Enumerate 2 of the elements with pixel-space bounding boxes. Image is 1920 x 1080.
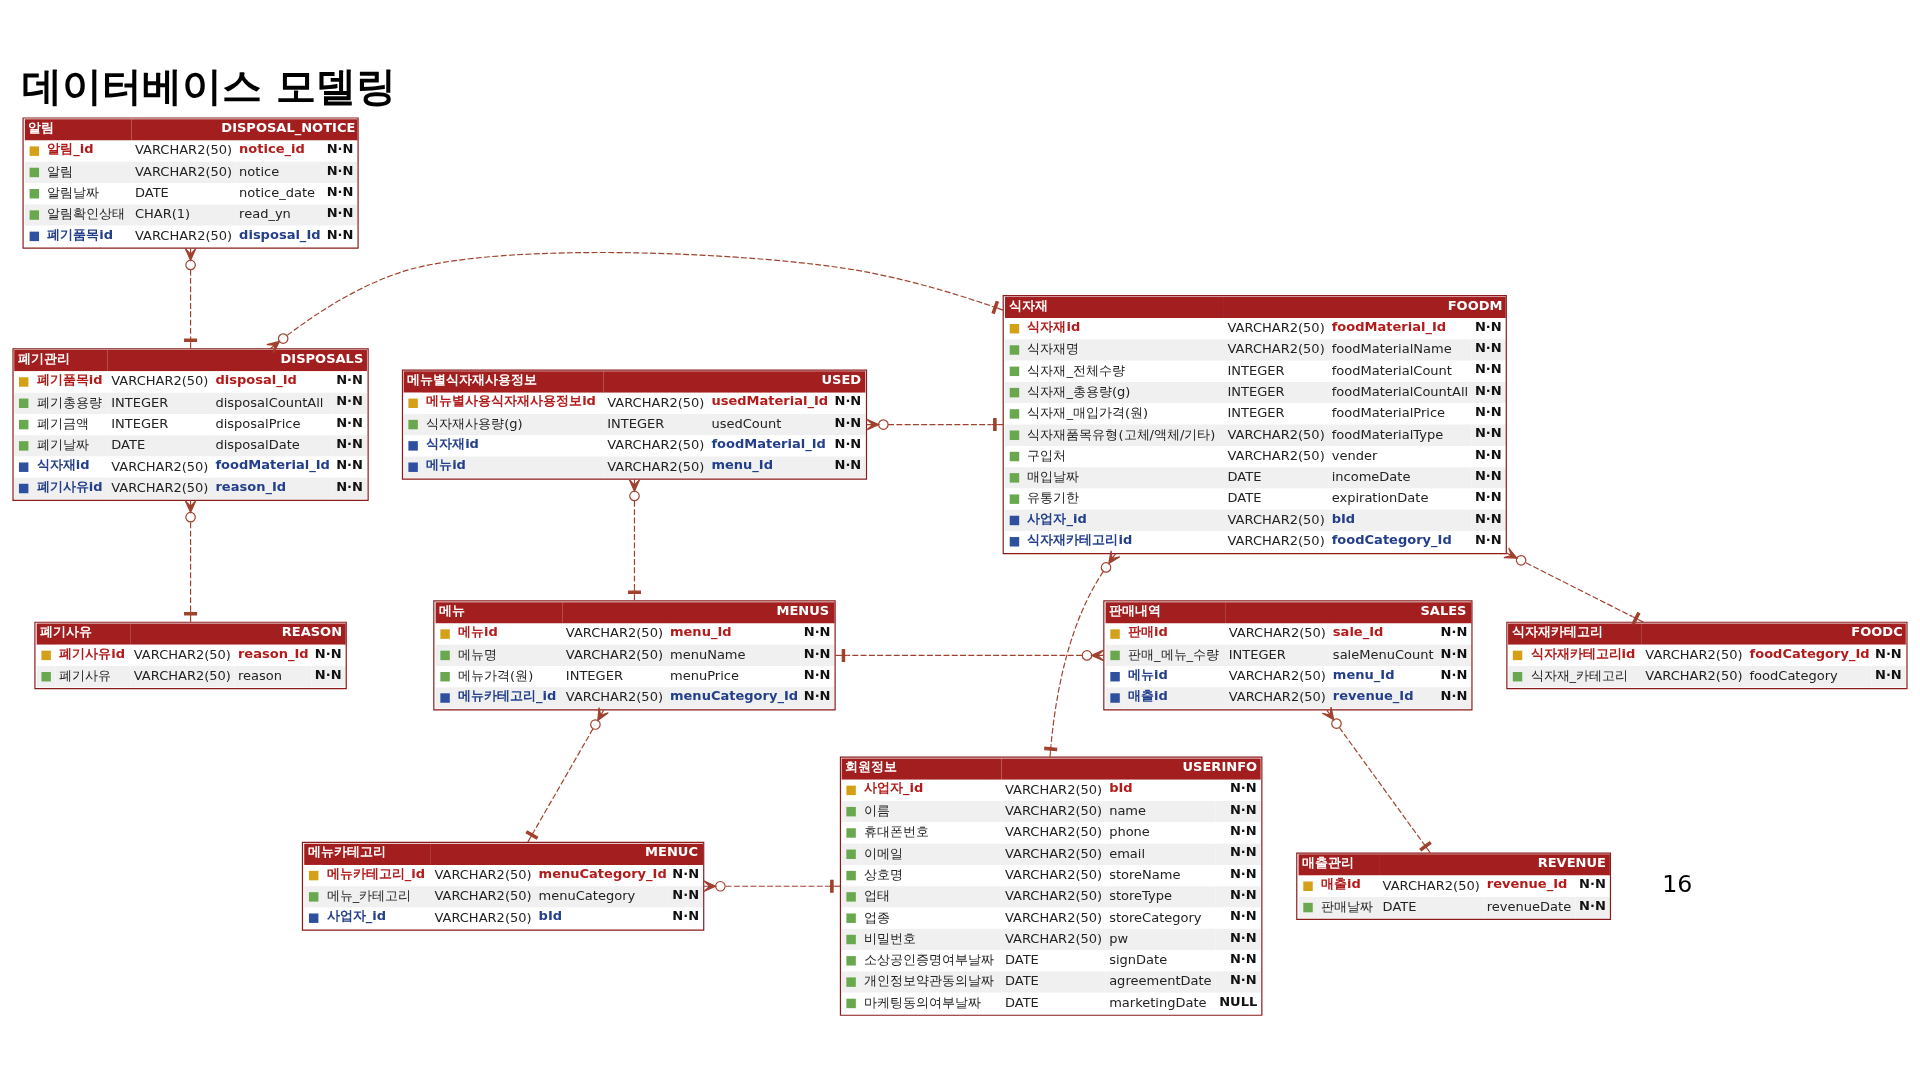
- diagram-title: 데이터베이스 모델링: [22, 63, 397, 110]
- label: 16: [1662, 870, 1693, 899]
